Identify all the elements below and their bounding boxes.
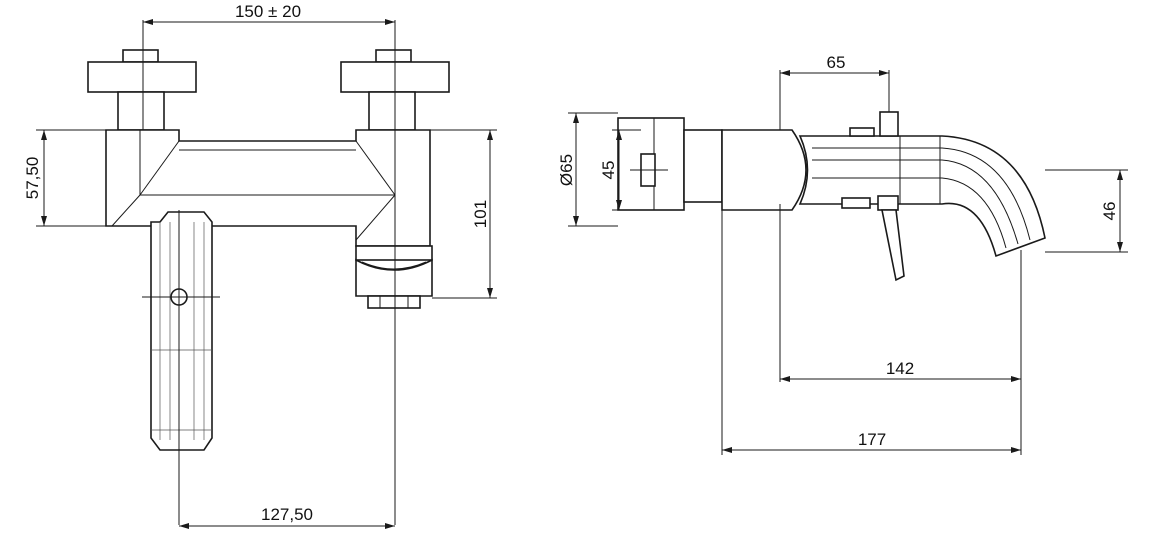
dim-inner-depth-label: 45 [599, 161, 618, 180]
dim-spout-reach: 142 [780, 359, 1021, 382]
dim-total-projection: 177 [722, 430, 1021, 453]
wall-connector [617, 117, 723, 211]
dim-spout-height-label: 46 [1100, 202, 1119, 221]
dim-total-height-label: 101 [471, 200, 490, 228]
dim-body-height-label: 57,50 [23, 157, 42, 200]
dim-handle-distance: 65 [779, 53, 890, 130]
dim-body-height: 57,50 [23, 129, 106, 227]
front-view: 150 ± 20 57,50 101 127,50 [23, 2, 497, 529]
outlet-aerator [355, 245, 433, 309]
side-spout [798, 135, 1046, 258]
side-view: 65 Ø65 45 46 [557, 53, 1128, 455]
diverter-lever [142, 211, 220, 451]
dim-inner-depth: 45 [599, 129, 641, 211]
dim-handle-offset: 127,50 [179, 505, 395, 529]
left-cross-handle [87, 49, 197, 131]
dim-center-spacing-label: 150 ± 20 [235, 2, 301, 21]
dim-spout-height: 46 [1045, 169, 1128, 253]
dim-diameter-label: Ø65 [557, 154, 576, 186]
dim-spout-reach-label: 142 [886, 359, 914, 378]
dim-total-projection-label: 177 [858, 430, 886, 449]
dim-handle-offset-label: 127,50 [261, 505, 313, 524]
dim-diameter: Ø65 [557, 112, 618, 227]
dim-center-spacing: 150 ± 20 [143, 2, 395, 25]
dim-handle-distance-label: 65 [827, 53, 846, 72]
side-body [721, 129, 807, 211]
dim-total-height: 101 [430, 129, 497, 299]
